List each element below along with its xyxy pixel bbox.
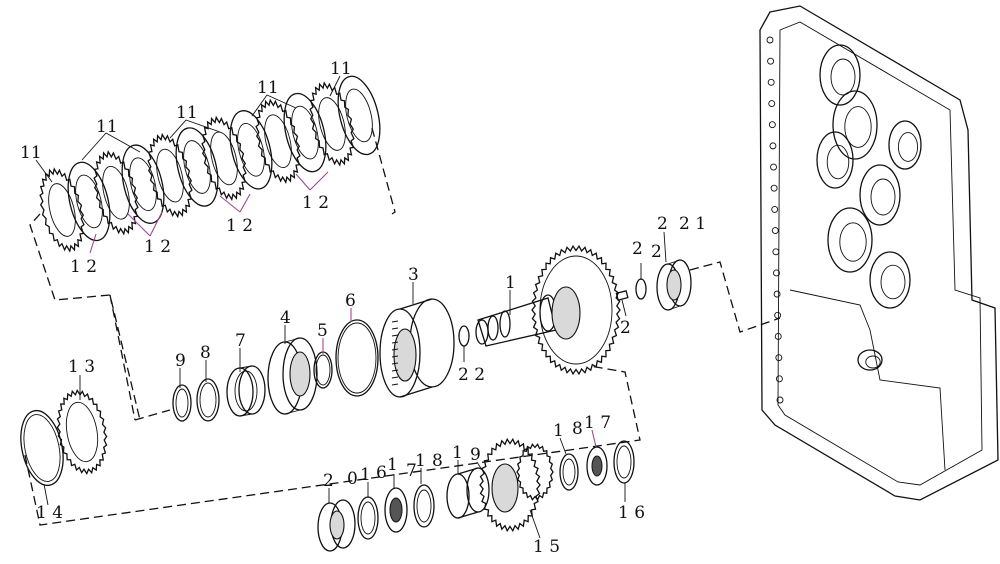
label-0: 0 xyxy=(347,469,358,489)
spring-7 xyxy=(226,365,266,417)
label-4: 4 xyxy=(280,308,291,328)
pin-2 xyxy=(615,290,629,301)
callout-labels: 11 11 11 11 11 1 2 1 2 1 2 1 2 1 3 1 4 9… xyxy=(20,59,706,557)
snap-ring-14 xyxy=(20,409,64,487)
friction-plate xyxy=(255,98,301,184)
label-12: 1 2 xyxy=(302,193,329,213)
label-12: 1 2 xyxy=(144,237,171,257)
ring-18 xyxy=(559,453,579,491)
bearing-16a xyxy=(384,487,408,533)
transmission-housing xyxy=(759,5,999,501)
friction-plate xyxy=(39,167,85,253)
label-12: 1 2 xyxy=(226,216,253,236)
steel-plate xyxy=(175,127,219,207)
label-6: 6 xyxy=(345,291,356,311)
ring-22b xyxy=(635,278,647,300)
ring-16 xyxy=(613,440,635,484)
bearing-20 xyxy=(317,499,356,552)
ring-17 xyxy=(413,484,435,528)
ring-22 xyxy=(458,325,470,347)
label-2: 2 xyxy=(632,239,643,259)
label-8: 8 xyxy=(572,419,583,439)
label-8: 8 xyxy=(200,343,211,363)
piston-4 xyxy=(267,337,318,415)
clutch-drum-3 xyxy=(379,298,455,398)
steel-plate xyxy=(229,110,273,190)
label-9: 9 xyxy=(175,351,186,371)
label-21: 2 1 xyxy=(679,214,706,234)
label-1: 1 xyxy=(505,273,516,293)
clutch-pack xyxy=(39,75,381,253)
steel-plate xyxy=(337,75,381,156)
ring-8 xyxy=(196,378,220,422)
dashed-assembly-lines xyxy=(24,127,781,526)
label-22: 2 2 xyxy=(458,365,485,385)
label-16: 1 6 xyxy=(618,503,645,523)
label-9: 9 xyxy=(470,445,481,465)
label-1: 1 xyxy=(553,421,564,441)
o-ring-6 xyxy=(335,319,379,397)
label-1: 1 xyxy=(387,455,398,475)
label-2: 2 xyxy=(657,214,668,234)
label-5: 5 xyxy=(317,321,328,341)
label-1: 1 xyxy=(452,443,463,463)
label-11: 11 xyxy=(257,78,279,98)
label-11: 11 xyxy=(20,143,42,163)
label-13: 1 3 xyxy=(68,357,95,377)
friction-plate xyxy=(93,150,139,236)
label-3: 3 xyxy=(408,265,419,285)
gear-15 xyxy=(479,437,554,533)
leader-lines xyxy=(35,75,667,539)
label-12: 1 2 xyxy=(70,257,97,277)
steel-plate xyxy=(121,144,165,224)
friction-plate xyxy=(147,132,193,219)
bearing-21 xyxy=(656,259,692,311)
bearing-17 xyxy=(586,446,608,486)
ring-10 xyxy=(357,496,379,540)
label-1: 1 xyxy=(415,451,426,471)
label-2: 2 xyxy=(323,471,334,491)
steel-plate xyxy=(67,161,111,242)
label-6: 6 xyxy=(376,463,387,483)
label-2: 2 xyxy=(651,242,662,262)
friction-plate xyxy=(201,115,247,202)
label-8: 8 xyxy=(432,451,443,471)
label-2: 2 xyxy=(620,318,631,338)
label-1: 1 xyxy=(360,465,371,485)
needle-bearing-18 xyxy=(446,467,490,519)
label-11: 11 xyxy=(330,59,352,79)
ring-9 xyxy=(172,384,192,422)
steel-plate xyxy=(283,92,327,173)
label-17: 1 7 xyxy=(584,413,611,433)
label-7: 7 xyxy=(235,331,246,351)
label-15: 1 5 xyxy=(533,537,560,557)
label-14: 1 4 xyxy=(36,503,63,523)
label-11: 11 xyxy=(96,117,118,137)
label-11: 11 xyxy=(176,103,198,123)
gear-plate-13 xyxy=(56,388,108,476)
label-7: 7 xyxy=(406,461,417,481)
shaft-gear-1 xyxy=(475,244,621,376)
